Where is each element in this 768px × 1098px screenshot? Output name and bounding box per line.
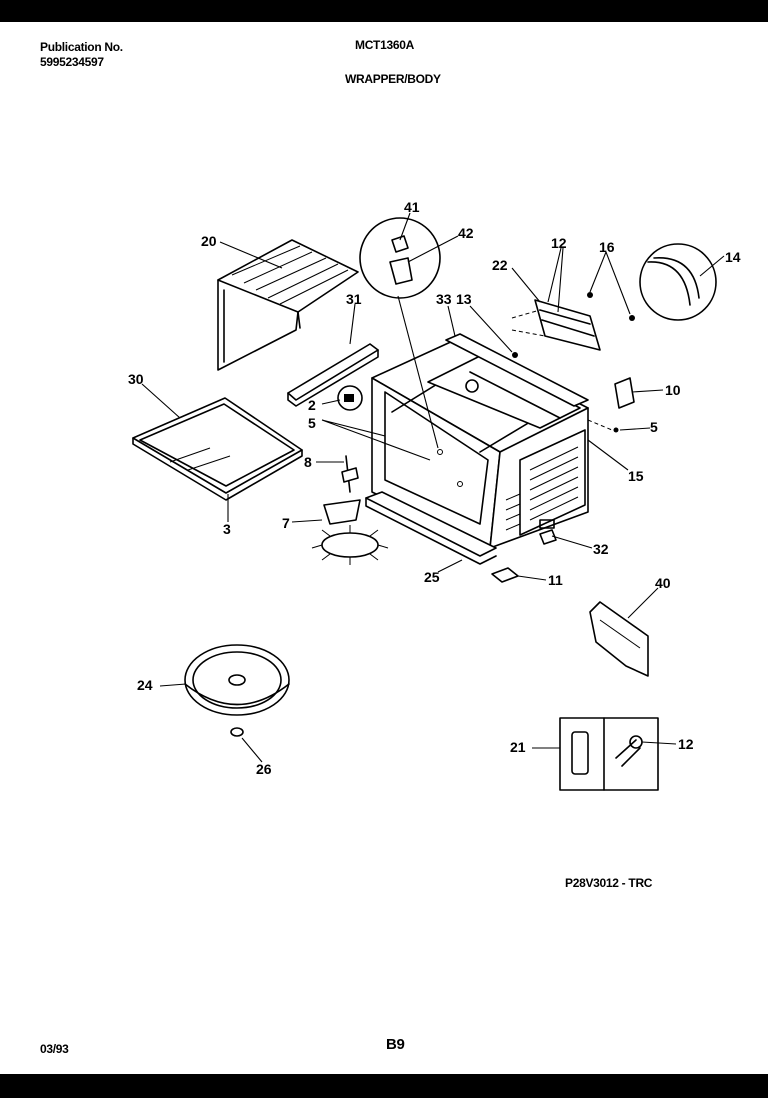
page-number: B9	[386, 1036, 405, 1053]
part-14-detail-circle	[639, 243, 717, 321]
part-10-part	[614, 377, 635, 409]
label-13: 13	[456, 291, 472, 307]
label-8: 8	[304, 454, 312, 470]
part-2-clip	[344, 394, 354, 402]
label-5b: 5	[650, 419, 658, 435]
bottom-border-bar	[0, 1074, 768, 1098]
label-3: 3	[223, 521, 231, 537]
label-31: 31	[346, 291, 362, 307]
part-30-panel	[132, 397, 303, 501]
publication-label: Publication No.	[40, 40, 123, 54]
label-12a: 12	[551, 235, 567, 251]
part-5-screw	[613, 427, 619, 433]
label-2: 2	[308, 397, 316, 413]
part-32-part	[539, 529, 557, 545]
label-25: 25	[424, 569, 440, 585]
label-26: 26	[256, 761, 272, 777]
label-30: 30	[128, 371, 144, 387]
label-15: 15	[628, 468, 644, 484]
part-25-base-plate	[365, 491, 497, 565]
label-21: 21	[510, 739, 526, 755]
label-14: 14	[725, 249, 741, 265]
label-11: 11	[548, 572, 563, 588]
label-41: 41	[404, 199, 420, 215]
part-7-stirrer	[311, 499, 389, 565]
part-24-turntable	[184, 644, 290, 716]
part-20-outer-wrapper	[217, 239, 359, 371]
label-16: 16	[599, 239, 615, 255]
parts-41-42-detail-circle	[359, 217, 441, 449]
parts-21-12-box	[559, 717, 659, 791]
model-number: MCT1360A	[355, 38, 414, 52]
label-5a: 5	[308, 415, 316, 431]
part-40-plate	[589, 601, 649, 677]
part-31-rail	[287, 343, 379, 407]
part-26-coupler	[230, 727, 244, 737]
publication-number: 5995234597	[40, 55, 104, 69]
part-11-foot	[491, 567, 519, 583]
part-33-strip	[445, 333, 589, 407]
part-13-screw	[512, 352, 518, 358]
label-12b: 12	[678, 736, 694, 752]
screw-dash-line	[587, 419, 613, 431]
drawing-reference: P28V3012 - TRC	[565, 876, 653, 890]
label-42: 42	[458, 225, 474, 241]
cavity-body	[371, 339, 589, 549]
label-40: 40	[655, 575, 671, 591]
part-22-bracket	[511, 292, 635, 351]
label-20: 20	[201, 233, 217, 249]
label-33: 33	[436, 291, 452, 307]
top-border-bar	[0, 0, 768, 22]
label-10: 10	[665, 382, 681, 398]
label-32: 32	[593, 541, 609, 557]
part-8-shaft	[341, 455, 359, 493]
label-7: 7	[282, 515, 290, 531]
part-2-detail	[337, 385, 363, 411]
section-title: WRAPPER/BODY	[345, 72, 441, 86]
label-22: 22	[492, 257, 508, 273]
label-24: 24	[137, 677, 153, 693]
revision-date: 03/93	[40, 1042, 69, 1056]
leader-lines	[141, 212, 725, 763]
part-labels: 41 42 20 12 16 14 22 31 33 13 30 10 2 5 …	[128, 199, 741, 777]
